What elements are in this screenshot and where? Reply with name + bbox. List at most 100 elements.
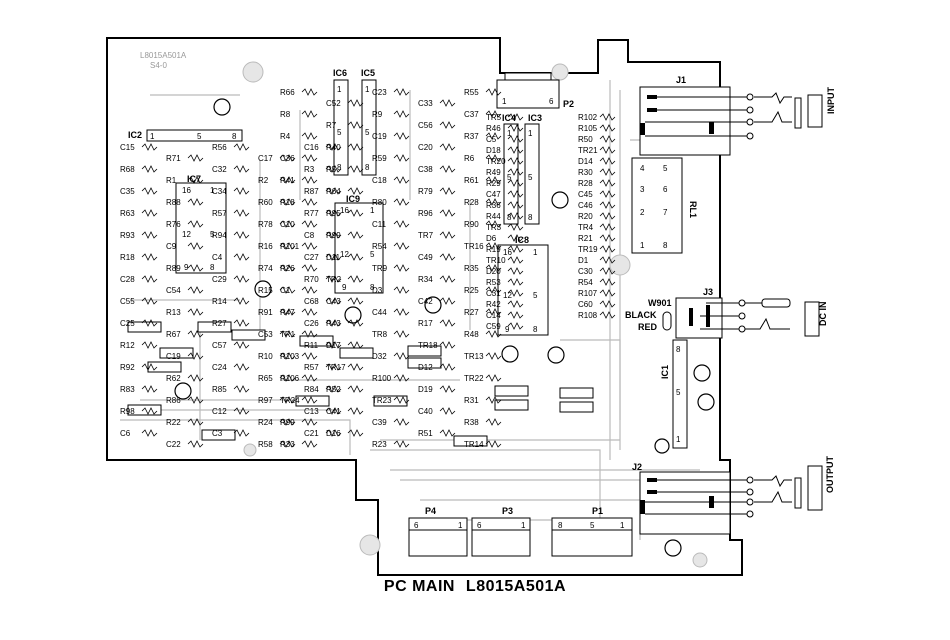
component-label: R50 [578, 135, 616, 144]
ic-pin: 12 [503, 291, 512, 300]
resistor-symbol [233, 209, 250, 217]
ic-pin: 8 [507, 213, 512, 222]
resistor-symbol [325, 385, 342, 393]
resistor-symbol [439, 121, 456, 129]
component-label: D16 [326, 429, 364, 438]
component-label: TR18 [418, 341, 456, 350]
component-label: TR2 [326, 275, 364, 284]
component-ref: C19 [372, 132, 387, 141]
resistor-symbol [599, 267, 616, 275]
component-ref: C17 [258, 154, 273, 163]
component-label: C30 [578, 267, 616, 276]
resistor-symbol [439, 209, 456, 217]
component-ref: R46 [486, 124, 501, 133]
ic-pin: 5 [533, 291, 538, 300]
resistor-symbol [325, 297, 342, 305]
component-ref: C41 [326, 407, 341, 416]
component-ref: R98 [120, 407, 135, 416]
connector-pin: 8 [558, 521, 563, 530]
component-label: C37 [464, 110, 502, 119]
resistor-symbol [187, 308, 204, 316]
resistor-symbol [599, 300, 616, 308]
ic-ref: IC4 [502, 113, 516, 123]
component-label: R106 [280, 374, 318, 383]
resistor-symbol [439, 187, 456, 195]
jack-label: DC IN [818, 302, 828, 327]
resistor-symbol [301, 198, 318, 206]
ic-ref: IC7 [187, 174, 201, 184]
component-ref: C38 [418, 165, 433, 174]
component-label: C55 [120, 297, 158, 306]
component-label: R19 [486, 245, 524, 254]
component-label: D18 [486, 146, 524, 155]
connector-p3: P3 6 1 [471, 506, 531, 557]
component-ref: TR22 [464, 374, 484, 383]
resistor-symbol [233, 297, 250, 305]
resistor-symbol [325, 231, 342, 239]
component-ref: TR21 [578, 146, 598, 155]
ic-pin: 5 [337, 128, 342, 137]
resistor-symbol [325, 363, 342, 371]
component-label: C14 [486, 311, 524, 320]
component-ref: R89 [166, 264, 181, 273]
relay-pin: 8 [663, 241, 668, 250]
component-label: R99 [326, 231, 364, 240]
component-ref: R18 [120, 253, 135, 262]
round-components [174, 98, 715, 557]
component-ref: R40 [326, 143, 341, 152]
component-label: TR7 [418, 231, 456, 240]
relay-pin: 1 [640, 241, 645, 250]
component-ref: C54 [166, 286, 181, 295]
ic-ic1: IC1 8 5 1 [660, 339, 688, 449]
resistor-symbol [301, 110, 318, 118]
component-label: D11 [326, 253, 364, 262]
component-label: D17 [326, 341, 364, 350]
component-label: C1 [280, 286, 318, 295]
component-ref: R52 [326, 385, 341, 394]
resistor-symbol [599, 179, 616, 187]
component-ref: R36 [486, 201, 501, 210]
resistor-symbol [301, 374, 318, 382]
component-label: R94 [212, 231, 250, 240]
resistor-symbol [485, 264, 502, 272]
component-label: C35 [120, 187, 158, 196]
component-ref: R68 [120, 165, 135, 174]
resistor-symbol [347, 407, 364, 415]
resistor-symbol [187, 374, 204, 382]
resistor-symbol [485, 308, 502, 316]
ic-pin: 1 [210, 186, 215, 195]
resistor-symbol [599, 157, 616, 165]
resistor-symbol [141, 253, 158, 261]
component-ref: R48 [464, 330, 479, 339]
component-label: R77 [304, 209, 342, 218]
resistor-symbol [187, 286, 204, 294]
resistor-symbol [507, 168, 524, 176]
resistor-symbol [485, 110, 502, 118]
component-label: R44 [486, 212, 524, 221]
component-label: D14 [578, 157, 616, 166]
resistor-symbol [599, 113, 616, 121]
component-label: TR17 [326, 363, 364, 372]
component-ref: TR23 [372, 396, 392, 405]
resistor-symbol [301, 264, 318, 272]
resistor-symbol [233, 187, 250, 195]
component-label: R52 [326, 385, 364, 394]
component-label: R28 [578, 179, 616, 188]
component-ref: D18 [486, 146, 501, 155]
component-label: R9 [372, 110, 410, 119]
resistor-symbol [507, 135, 524, 143]
component-ref: R26 [280, 264, 295, 273]
component-ref: R94 [212, 231, 227, 240]
component-ref: R15 [258, 286, 273, 295]
board-code: L8015A501A [140, 51, 187, 60]
resistor-symbol [507, 256, 524, 264]
component-label: R48 [464, 330, 502, 339]
component-ref: C5 [486, 135, 497, 144]
component-label: C47 [486, 190, 524, 199]
resistor-symbol [507, 322, 524, 330]
resistor-symbol [439, 297, 456, 305]
component-label: C27 [304, 253, 342, 262]
resistor-symbol [485, 198, 502, 206]
component-label: R53 [486, 278, 524, 287]
component-label: R71 [166, 154, 204, 163]
